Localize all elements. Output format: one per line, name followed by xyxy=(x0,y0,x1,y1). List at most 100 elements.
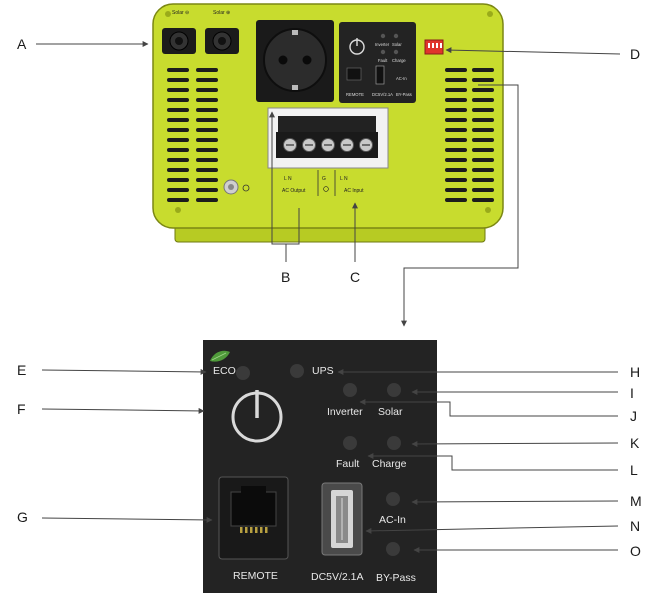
callout-b: B xyxy=(281,269,290,285)
rj-pin xyxy=(260,527,263,533)
vent-slot xyxy=(167,78,189,82)
vent-slot xyxy=(167,128,189,132)
solar-led xyxy=(387,383,401,397)
vent-slot xyxy=(167,98,189,102)
remote-label: REMOTE xyxy=(233,570,278,582)
vent-slots-left xyxy=(167,68,218,202)
vent-slot xyxy=(445,78,467,82)
callout-m: M xyxy=(630,493,642,509)
vent-slot xyxy=(167,198,189,202)
ac-outlet-socket xyxy=(256,20,334,102)
ac-terminal-block: L N G L N AC Output AC Input xyxy=(267,107,389,196)
eco-leaf-icon xyxy=(210,350,230,362)
fault-label: Fault xyxy=(336,458,359,470)
screw-top-left xyxy=(165,11,171,17)
vent-slot xyxy=(445,158,467,162)
vent-slot xyxy=(472,98,494,102)
ground-screw xyxy=(223,179,250,195)
ground-symbol xyxy=(323,186,329,192)
callout-n: N xyxy=(630,518,640,534)
vent-slot xyxy=(167,188,189,192)
vent-slot xyxy=(445,108,467,112)
fault-led xyxy=(343,436,357,450)
ground-label: G xyxy=(322,176,326,182)
dip-switch xyxy=(424,39,444,55)
eco-led xyxy=(236,366,250,380)
callout-line-e xyxy=(41,368,207,375)
ln-output-label: L N xyxy=(284,176,292,182)
callout-a: A xyxy=(17,36,27,52)
ac-in-led xyxy=(386,492,400,506)
charge-led xyxy=(387,436,401,450)
vent-slot xyxy=(167,118,189,122)
vent-slot xyxy=(167,108,189,112)
callout-line-n xyxy=(365,525,619,534)
vent-slot xyxy=(196,148,218,152)
ac-input-label: AC Input xyxy=(344,188,364,194)
vent-slot xyxy=(167,178,189,182)
power-icon xyxy=(231,390,283,443)
vent-slot xyxy=(472,148,494,152)
callout-line-f xyxy=(41,407,205,414)
vent-slot xyxy=(445,88,467,92)
callout-c: C xyxy=(350,269,360,285)
vent-slot xyxy=(445,178,467,182)
vent-slots-right xyxy=(445,68,494,202)
callout-line-b xyxy=(269,111,287,262)
charge-label: Charge xyxy=(372,458,407,470)
callout-line-zoom xyxy=(401,84,519,327)
ln-input-label: L N xyxy=(340,176,348,182)
callout-lines xyxy=(36,41,621,553)
callout-f: F xyxy=(17,401,26,417)
callout-l: L xyxy=(630,462,638,478)
solar-label: Solar xyxy=(378,406,403,418)
ups-label: UPS xyxy=(312,365,334,377)
callout-g: G xyxy=(17,509,28,525)
vent-slot xyxy=(472,138,494,142)
callout-line-m xyxy=(411,498,619,505)
vent-slot xyxy=(167,68,189,72)
vent-slot xyxy=(445,118,467,122)
vent-slot xyxy=(196,118,218,122)
screw-top-right xyxy=(487,11,493,17)
control-panel-detail: ECO UPS Inverter Solar Fault Charge REMO… xyxy=(203,340,437,593)
vent-slot xyxy=(196,168,218,172)
mini-control-panel: Inverter Solar Fault Charge AC-In REMOTE… xyxy=(339,22,416,103)
vent-slot xyxy=(196,98,218,102)
vent-slot xyxy=(196,138,218,142)
rj-pin xyxy=(245,527,248,533)
mini-bypass-label: BY-Pass xyxy=(396,92,412,97)
rj-pin xyxy=(250,527,253,533)
vent-slot xyxy=(472,108,494,112)
vent-slot xyxy=(445,128,467,132)
vent-slot xyxy=(196,198,218,202)
mini-charge-label: Charge xyxy=(392,58,406,63)
usb-port xyxy=(321,482,363,556)
mini-fault-label: Fault xyxy=(378,58,388,63)
callout-line-l xyxy=(367,453,618,471)
vent-slot xyxy=(196,128,218,132)
callout-line-j xyxy=(359,399,618,417)
vent-slot xyxy=(196,68,218,72)
vent-slot xyxy=(472,78,494,82)
vent-slot xyxy=(445,98,467,102)
ac-in-label: AC-In xyxy=(379,514,406,526)
vent-slot xyxy=(445,198,467,202)
rj-pin xyxy=(240,527,243,533)
dc-label: DC5V/2.1A xyxy=(311,571,364,583)
vent-slot xyxy=(472,88,494,92)
callout-i: I xyxy=(630,385,634,401)
callout-letters: A B C D E F G H I J K L M N O xyxy=(17,36,642,559)
vent-slot xyxy=(472,188,494,192)
ups-led xyxy=(290,364,304,378)
callout-line-b2 xyxy=(286,208,300,245)
vent-slot xyxy=(196,158,218,162)
vent-slot xyxy=(196,108,218,112)
vent-slot xyxy=(472,128,494,132)
vent-slot xyxy=(167,168,189,172)
bypass-led xyxy=(386,542,400,556)
vent-slot xyxy=(196,178,218,182)
mini-remote-label: REMOTE xyxy=(346,92,364,97)
vent-slot xyxy=(167,88,189,92)
